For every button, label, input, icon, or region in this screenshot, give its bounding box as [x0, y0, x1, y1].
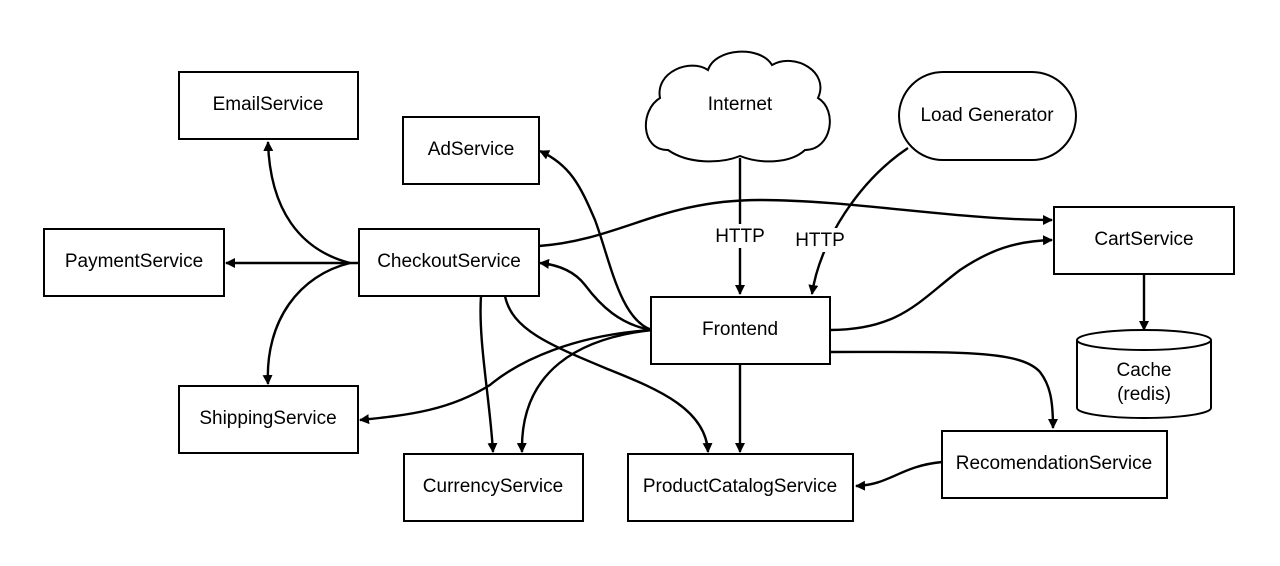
edge-checkout-currency — [479, 295, 498, 453]
node-email-service: EmailService — [178, 71, 359, 140]
node-label: Internet — [708, 94, 773, 115]
edge-frontend-ad — [539, 149, 653, 332]
edge-recommendation-productcatalog — [855, 460, 943, 491]
node-shipping-service: ShippingService — [178, 385, 359, 454]
edge-frontend-currency — [516, 328, 653, 453]
internet-http-label: HTTP — [715, 226, 765, 247]
edge-checkout-email — [263, 141, 351, 265]
edge-frontend-cart — [829, 235, 1053, 332]
node-label: PaymentService — [65, 251, 203, 272]
node-load-generator: Load Generator — [898, 71, 1077, 161]
http-label-bg-loadgen — [792, 228, 848, 252]
node-cart-service: CartService — [1053, 206, 1235, 275]
edge-frontend-shipping — [359, 328, 653, 425]
node-label: Frontend — [702, 319, 778, 340]
node-payment-service: PaymentService — [43, 228, 225, 297]
edge-frontend-checkout — [539, 258, 653, 332]
node-label: AdService — [428, 139, 515, 160]
node-label: CheckoutService — [377, 251, 521, 272]
node-checkout-service: CheckoutService — [358, 228, 540, 297]
node-internet-cloud: Internet — [645, 50, 831, 163]
edge-checkout-cart — [538, 198, 1053, 248]
node-currency-service: CurrencyService — [403, 453, 584, 522]
node-label: CurrencyService — [423, 476, 563, 497]
edge-checkout-productcatalog — [503, 295, 713, 453]
edge-frontend-recommendation — [829, 350, 1058, 429]
node-label: EmailService — [213, 94, 324, 115]
node-recommendation-service: RecomendationService — [941, 430, 1168, 499]
node-ad-service: AdService — [402, 116, 540, 185]
node-frontend: Frontend — [650, 296, 831, 365]
http-label-bg-internet — [713, 224, 767, 248]
node-label: ProductCatalogService — [643, 476, 837, 497]
node-label: CartService — [1094, 229, 1193, 250]
node-label: Load Generator — [920, 105, 1054, 126]
loadgen-http-label: HTTP — [795, 230, 845, 251]
node-cache-redis: Cache (redis) — [1076, 329, 1212, 419]
node-productcatalog-service: ProductCatalogService — [627, 453, 854, 522]
node-label-line1: Cache — [1117, 360, 1172, 381]
edge-loadgen-frontend — [808, 147, 909, 295]
node-label: ShippingService — [199, 408, 336, 429]
node-label-line2: (redis) — [1117, 384, 1171, 405]
node-label: RecomendationService — [956, 453, 1152, 474]
edge-checkout-shipping — [262, 261, 351, 385]
